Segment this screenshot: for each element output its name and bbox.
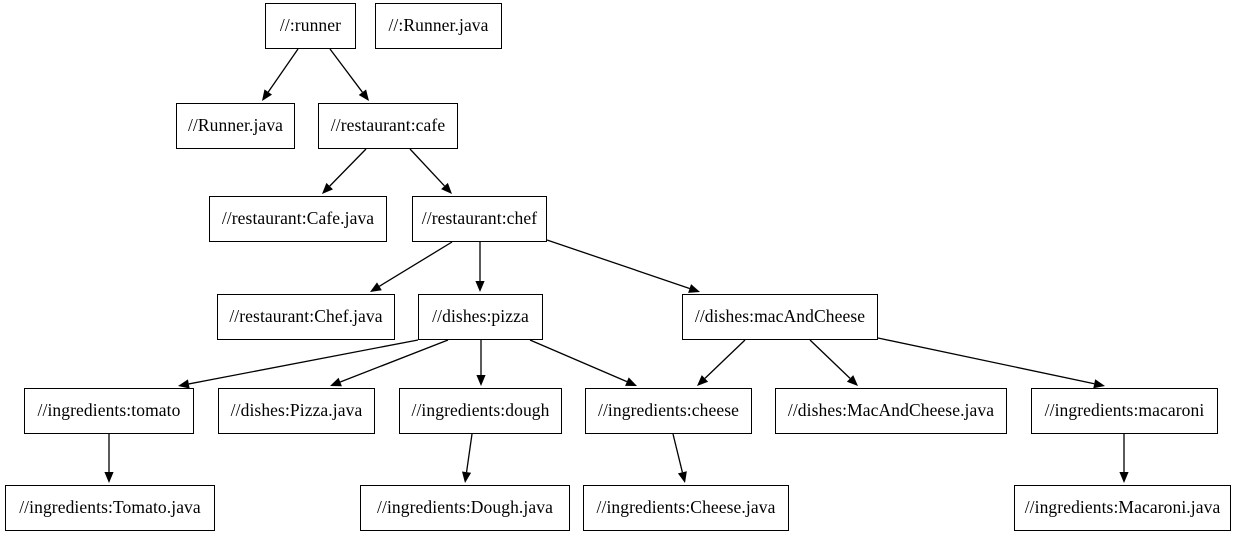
graph-edge-dishes_pizza-to-pizza_java: [330, 339, 449, 387]
graph-edge-ing_cheese-to-cheese_java: [672, 433, 687, 483]
graph-edge-dishes_macandchz-to-ing_cheese: [697, 339, 746, 386]
graph-node-label: //restaurant:Chef.java: [229, 306, 383, 327]
graph-node-label: //restaurant:Cafe.java: [221, 208, 375, 229]
graph-node-ing_cheese[interactable]: //ingredients:cheese: [585, 388, 752, 434]
graph-node-restaurant_chef[interactable]: //restaurant:chef: [412, 196, 547, 242]
graph-node-label: //dishes:macAndCheese: [694, 306, 866, 327]
graph-node-runner_java[interactable]: //Runner.java: [176, 103, 295, 149]
graph-node-label: //:Runner.java: [388, 15, 489, 36]
graph-node-label: //ingredients:dough: [411, 400, 550, 421]
graph-node-chef_java[interactable]: //restaurant:Chef.java: [217, 294, 395, 340]
graph-node-label: //ingredients:Tomato.java: [19, 497, 201, 518]
graph-edge-dishes_pizza-to-ing_tomato: [178, 339, 419, 389]
graph-node-ing_macaroni[interactable]: //ingredients:macaroni: [1031, 388, 1218, 434]
graph-edge-dishes_macandchz-to-macandchz_java: [809, 339, 858, 386]
graph-edge-runner-to-runner_java: [262, 48, 299, 101]
graph-node-macaroni_java[interactable]: //ingredients:Macaroni.java: [1014, 485, 1231, 531]
graph-edge-restaurant_cafe-to-cafe_java: [322, 148, 367, 194]
graph-node-label: //ingredients:cheese: [598, 400, 739, 421]
graph-node-label: //dishes:Pizza.java: [230, 400, 363, 421]
graph-edge-restaurant_cafe-to-restaurant_chef: [409, 148, 452, 194]
graph-node-cheese_java[interactable]: //ingredients:Cheese.java: [583, 485, 789, 531]
graph-node-dishes_pizza[interactable]: //dishes:pizza: [418, 294, 543, 340]
graph-node-label: //dishes:MacAndCheese.java: [787, 400, 995, 421]
graph-node-pizza_java[interactable]: //dishes:Pizza.java: [218, 388, 375, 434]
graph-node-label: //ingredients:macaroni: [1044, 400, 1205, 421]
graph-edge-restaurant_chef-to-dishes_macandchz: [546, 239, 700, 293]
graph-node-label: //dishes:pizza: [432, 306, 529, 327]
graph-node-label: //ingredients:Cheese.java: [596, 497, 776, 518]
graph-edge-dishes_macandchz-to-ing_macaroni: [877, 337, 1105, 389]
graph-node-label: //ingredients:Dough.java: [377, 497, 553, 518]
graph-node-dishes_macandchz[interactable]: //dishes:macAndCheese: [682, 294, 878, 340]
graph-edge-runner-to-restaurant_cafe: [329, 48, 369, 101]
graph-edge-restaurant_chef-to-chef_java: [370, 241, 453, 292]
graph-node-label: //restaurant:cafe: [330, 115, 446, 136]
graph-node-restaurant_cafe[interactable]: //restaurant:cafe: [318, 103, 458, 149]
graph-node-label: //restaurant:chef: [421, 208, 538, 229]
graph-node-runner[interactable]: //:runner: [265, 3, 356, 49]
graph-node-label: //ingredients:Macaroni.java: [1024, 497, 1221, 518]
graph-node-root_runner_java[interactable]: //:Runner.java: [375, 3, 502, 49]
graph-node-label: //:runner: [279, 15, 342, 36]
graph-node-label: //ingredients:tomato: [37, 400, 181, 421]
graph-node-macandchz_java[interactable]: //dishes:MacAndCheese.java: [775, 388, 1007, 434]
graph-edge-ing_macaroni-to-macaroni_java: [1119, 434, 1129, 483]
graph-edge-ing_tomato-to-tomato_java: [104, 434, 114, 483]
graph-node-ing_dough[interactable]: //ingredients:dough: [399, 388, 562, 434]
graph-edge-dishes_pizza-to-ing_cheese: [529, 339, 637, 386]
graph-edge-dishes_pizza-to-ing_dough: [476, 340, 486, 386]
graph-edge-ing_dough-to-dough_java: [462, 433, 473, 483]
graph-node-ing_tomato[interactable]: //ingredients:tomato: [24, 388, 194, 434]
graph-node-tomato_java[interactable]: //ingredients:Tomato.java: [5, 485, 215, 531]
graph-node-label: //Runner.java: [187, 115, 284, 136]
graph-node-cafe_java[interactable]: //restaurant:Cafe.java: [209, 196, 387, 242]
graph-edge-restaurant_chef-to-dishes_pizza: [475, 242, 485, 292]
graph-node-dough_java[interactable]: //ingredients:Dough.java: [360, 485, 570, 531]
